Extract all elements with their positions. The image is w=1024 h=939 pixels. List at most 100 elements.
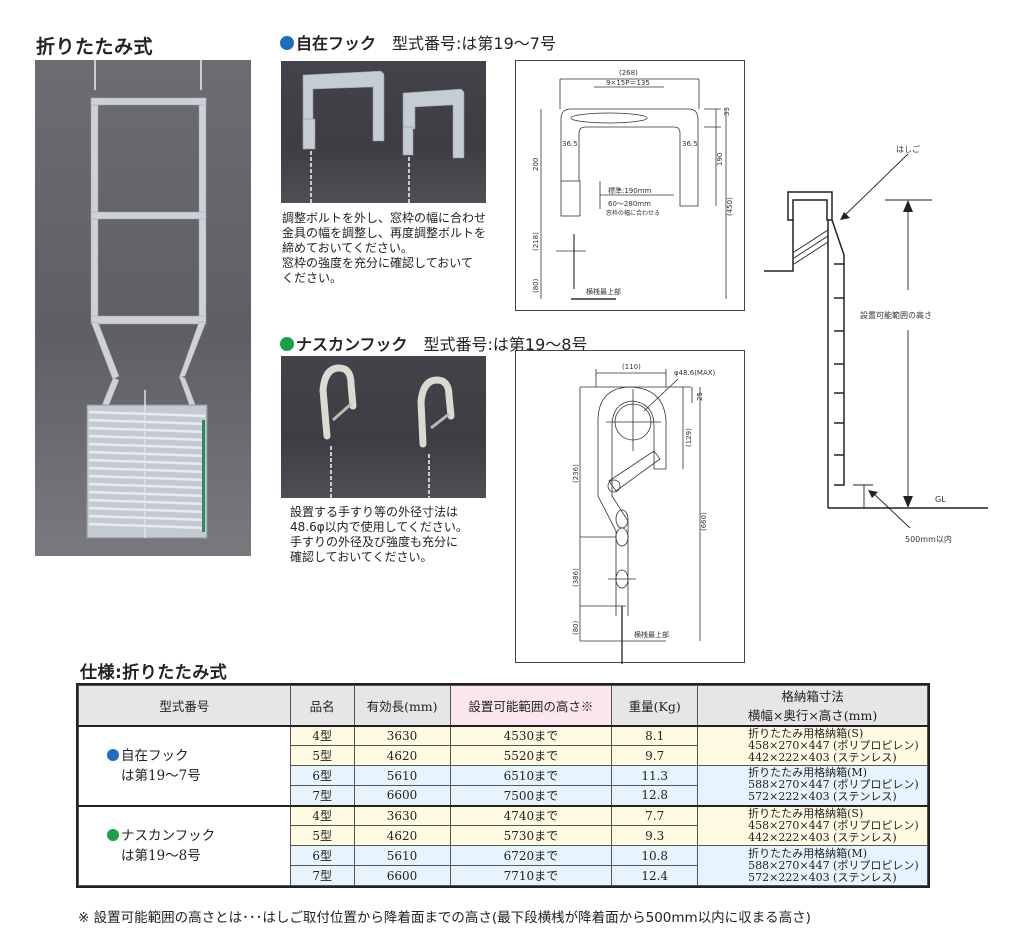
header-weight: 重量(Kg) xyxy=(611,685,699,726)
table-row: 5型 4620 5520まで 9.7 xyxy=(79,745,928,766)
snap-hook-drawing: (110) φ48.6(MAX) 25 (129) (236) (660) (3… xyxy=(515,350,745,664)
snap-hook-photo xyxy=(281,356,486,498)
cell-range: 7710まで xyxy=(449,865,613,886)
ground-label: GL xyxy=(935,495,946,504)
header-name: 品名 xyxy=(289,685,355,726)
cell-name: 4型 xyxy=(289,725,355,746)
table-row: 5型 4620 5730まで 9.3 xyxy=(79,825,928,846)
spec-table-wrapper: 型式番号 品名 有効長(mm) 設置可能範囲の高さ※ 重量(Kg) 格納箱寸法横… xyxy=(76,683,930,888)
box-line2: 572×222×403 (ステンレス) xyxy=(748,870,897,884)
spec-table: 型式番号 品名 有効長(mm) 設置可能範囲の高さ※ 重量(Kg) 格納箱寸法横… xyxy=(78,685,928,886)
cell-length: 6600 xyxy=(353,865,451,886)
cell-weight: 12.8 xyxy=(611,785,699,806)
box-line2: 572×222×403 (ステンレス) xyxy=(748,790,897,804)
model-code: は第19〜7号 xyxy=(121,767,201,784)
dim-268: (268) xyxy=(619,69,638,77)
box-title: 折りたたみ用格納箱(M) xyxy=(748,766,867,780)
hook-snap-note: 設置する手すり等の外径寸法は 48.6φ以内で使用してください。 手すりの外径及… xyxy=(290,505,468,564)
cell-name: 5型 xyxy=(289,825,355,846)
table-row: ナスカンフック は第19〜8号 4型 3630 4740まで 7.7 折りたたみ… xyxy=(78,805,928,886)
dim-200: 200 xyxy=(532,158,540,171)
dim-218: (218) xyxy=(532,232,540,251)
table-row: 7型 6600 7500まで 12.8 xyxy=(79,785,928,806)
free-hook-drawing: (268) 9×15P＝135 33 36.5 36.5 200 190 (45… xyxy=(515,60,745,311)
installation-diagram: はしご 設置可能範囲の高さ GL 500mm以内 xyxy=(760,140,1000,550)
box-title: 折りたたみ用格納箱(S) xyxy=(748,726,864,740)
cell-weight: 9.3 xyxy=(611,825,699,846)
table-row: 7型 6600 7710まで 12.4 xyxy=(79,865,928,886)
dim-pitch: 9×15P＝135 xyxy=(606,79,650,87)
cell-name: 4型 xyxy=(289,805,355,826)
dim-80: (80) xyxy=(532,278,540,293)
cell-name: 6型 xyxy=(289,845,355,866)
height-label: 設置可能範囲の高さ xyxy=(860,310,932,320)
cell-range: 6510まで xyxy=(449,765,613,786)
rung-label: 横桟最上部 xyxy=(586,287,621,296)
cell-length: 5610 xyxy=(353,845,451,866)
dim-190: 190 xyxy=(716,153,724,166)
model-code: は第19〜8号 xyxy=(121,847,201,864)
header-range: 設置可能範囲の高さ※ xyxy=(449,685,613,726)
green-dot-icon xyxy=(107,828,119,841)
hook-snap-code: 型式番号:は第19〜8号 xyxy=(423,335,588,354)
cell-weight: 12.4 xyxy=(611,865,699,886)
dim-33: 33 xyxy=(723,107,731,116)
rung-label: 横桟最上部 xyxy=(634,630,669,639)
box-line1: 588×270×447 (ポリプロピレン) xyxy=(748,778,919,792)
cell-box: 折りたたみ用格納箱(S)458×270×447 (ポリプロピレン)442×222… xyxy=(697,805,928,846)
dim-36-5-right: 36.5 xyxy=(682,140,698,148)
table-row: 6型 5610 6510まで 11.3 折りたたみ用格納箱(M)588×270×… xyxy=(79,765,928,806)
dim-129: (129) xyxy=(685,428,693,447)
cell-name: 7型 xyxy=(289,865,355,886)
header-box-line1: 格納箱寸法 xyxy=(781,689,844,705)
table-row: 自在フック は第19〜7号 4型 3630 4530まで 8.1 折りたたみ用格… xyxy=(78,725,928,806)
header-length: 有効長(mm) xyxy=(353,685,451,726)
snap-hook-image xyxy=(319,364,455,498)
hook-snap-name: ナスカンフック xyxy=(296,335,408,354)
header-model: 型式番号 xyxy=(78,685,291,726)
cell-weight: 11.3 xyxy=(611,765,699,786)
width-range-note: 窓枠の幅に合わせる xyxy=(606,209,660,217)
dim-36-5-left: 36.5 xyxy=(562,140,578,148)
cell-range: 6720まで xyxy=(449,845,613,866)
cell-weight: 10.8 xyxy=(611,845,699,866)
free-hook-image xyxy=(302,70,465,203)
hook-free-name: 自在フック xyxy=(296,34,377,53)
header-box: 格納箱寸法横幅×奥行×高さ(mm) xyxy=(697,685,928,726)
cell-range: 5730まで xyxy=(449,825,613,846)
cell-box: 折りたたみ用格納箱(M)588×270×447 (ポリプロピレン)572×222… xyxy=(697,845,928,886)
standard-width: 標準:190mm xyxy=(608,186,652,195)
ladder-label: はしご xyxy=(896,144,920,154)
hook-free-code: 型式番号:は第19〜7号 xyxy=(392,34,556,53)
model-cell-free: 自在フック は第19〜7号 xyxy=(78,725,291,806)
cell-range: 4740まで xyxy=(449,805,613,826)
page-title: 折りたたみ式 xyxy=(36,36,154,58)
limit-label: 500mm以内 xyxy=(905,534,952,544)
dim-660: (660) xyxy=(700,512,708,531)
box-line1: 458×270×447 (ポリプロピレン) xyxy=(748,738,919,752)
cell-range: 5520まで xyxy=(449,745,613,766)
box-line1: 458×270×447 (ポリプロピレン) xyxy=(748,818,919,832)
hook-snap-heading: ナスカンフック型式番号:は第19〜8号 xyxy=(280,331,587,355)
folding-ladder-image xyxy=(86,60,208,539)
dim-80: (80) xyxy=(572,620,580,635)
cell-name: 5型 xyxy=(289,745,355,766)
table-header-row: 型式番号 品名 有効長(mm) 設置可能範囲の高さ※ 重量(Kg) 格納箱寸法横… xyxy=(78,685,928,726)
box-line1: 588×270×447 (ポリプロピレン) xyxy=(748,858,919,872)
cell-length: 6600 xyxy=(353,785,451,806)
dim-phi: φ48.6(MAX) xyxy=(674,369,716,377)
box-line2: 442×222×403 (ステンレス) xyxy=(748,750,897,764)
cell-length: 5610 xyxy=(353,765,451,786)
table-row: 6型 5610 6720まで 10.8 折りたたみ用格納箱(M)588×270×… xyxy=(79,845,928,886)
header-box-line2: 横幅×奥行×高さ(mm) xyxy=(747,708,878,724)
cell-name: 6型 xyxy=(289,765,355,786)
cell-range: 7500まで xyxy=(449,785,613,806)
free-hook-photo xyxy=(281,61,486,203)
dim-386: (386) xyxy=(572,568,580,587)
box-title: 折りたたみ用格納箱(M) xyxy=(748,846,867,860)
model-name: ナスカンフック xyxy=(121,827,216,844)
spec-title: 仕様:折りたたみ式 xyxy=(80,663,228,683)
hook-free-note: 調整ボルトを外し、窓枠の幅に合わせ 金具の幅を調整し、再度調整ボルトを 締めてお… xyxy=(282,211,487,285)
blue-dot-icon xyxy=(280,36,294,50)
dim-110: (110) xyxy=(622,363,641,371)
